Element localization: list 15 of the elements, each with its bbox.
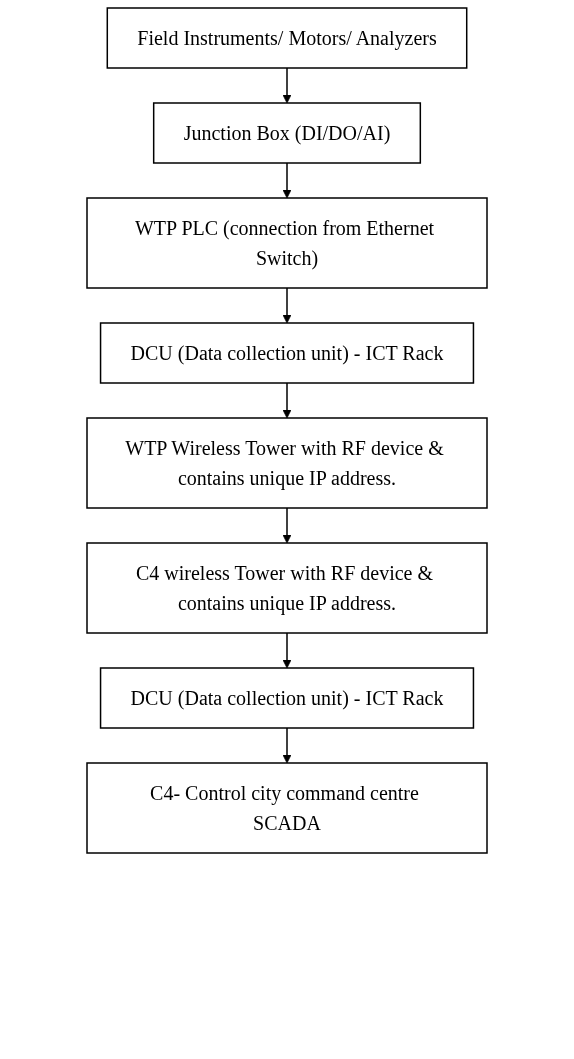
node-box: Junction Box (DI/DO/AI) (152, 102, 422, 164)
node-box: WTP PLC (connection from Ethernet Switch) (86, 197, 488, 289)
node-box: Field Instruments/ Motors/ Analyzers (106, 7, 468, 69)
arrow (282, 67, 292, 104)
arrow (282, 727, 292, 764)
arrow (282, 632, 292, 669)
arrow (282, 162, 292, 199)
node-box: C4 wireless Tower with RF device & contains unique IP address. (86, 542, 488, 634)
node-box: DCU (Data collection unit) - ICT Rack (99, 667, 475, 729)
arrow (282, 507, 292, 544)
node-box: C4- Control city command centre SCADA (86, 762, 488, 854)
node-box: WTP Wireless Tower with RF device & contains unique IP address. (86, 417, 488, 509)
node-box: DCU (Data collection unit) - ICT Rack (99, 322, 475, 384)
arrow (282, 382, 292, 419)
arrow (282, 287, 292, 324)
